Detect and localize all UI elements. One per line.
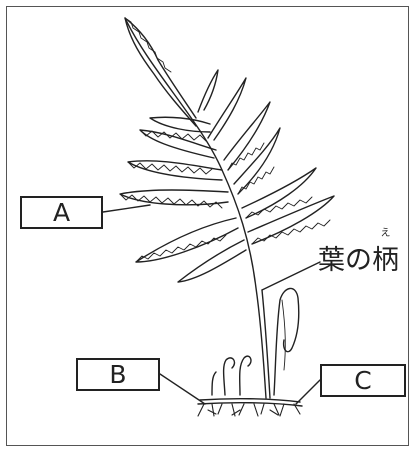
fiddlehead-small-3 xyxy=(212,372,216,395)
fern-stem-second-edge xyxy=(262,290,270,398)
right-pinnae xyxy=(198,70,334,244)
label-a-text: A xyxy=(53,198,70,227)
leaflet-serrations xyxy=(120,18,330,262)
fern-stem xyxy=(125,18,266,398)
petiole-label-kanji: 柄 xyxy=(372,245,399,276)
petiole-label-main: 葉の xyxy=(318,245,372,276)
fiddlehead-small-2 xyxy=(240,356,251,395)
label-a: A xyxy=(20,196,103,229)
leader-petiole xyxy=(262,262,320,290)
roots xyxy=(198,404,300,416)
label-c-text: C xyxy=(354,366,371,395)
leader-c xyxy=(296,380,320,404)
label-c: C xyxy=(320,364,406,397)
leader-b xyxy=(160,374,205,404)
rhizome xyxy=(200,399,300,402)
fiddlehead-large xyxy=(274,288,299,395)
petiole-label: 葉の柄え xyxy=(318,238,399,277)
leader-a xyxy=(103,205,150,212)
fiddlehead-small-1 xyxy=(224,358,235,395)
left-pinnae xyxy=(120,117,246,282)
label-b-text: B xyxy=(109,360,126,389)
petiole-label-ruby: え xyxy=(381,224,391,239)
petiole-label-kanji-wrap: 柄え xyxy=(372,238,399,277)
label-b: B xyxy=(76,358,160,391)
